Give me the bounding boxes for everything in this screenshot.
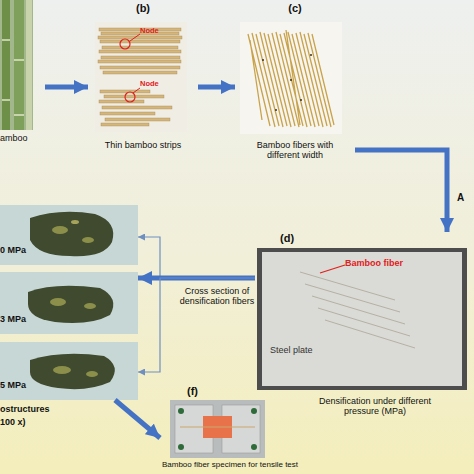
micro-panel	[0, 205, 138, 265]
photo-caption: Bamboo fibers with different width	[247, 140, 343, 161]
bamboo-photo-box: amboo	[0, 0, 45, 150]
panel-letter: (d)	[280, 232, 320, 245]
specimen-photo	[170, 400, 265, 458]
section-caption: 100 x)	[0, 417, 60, 427]
fibers-photo-box: (c) Bamboo fibers with different width	[235, 2, 355, 167]
specimen-photo-box: (f)Bamboo fiber specimen for tensile tes…	[160, 385, 300, 474]
flow-arrow	[198, 85, 235, 90]
micro-panel-box: 0 MPa	[0, 205, 138, 265]
plate-label: Steel plate	[270, 345, 340, 355]
flow-arrow	[45, 85, 88, 90]
branch-arrow	[138, 237, 255, 278]
photo-caption: Thin bamboo strips	[88, 140, 198, 150]
flow-arrow	[115, 400, 160, 438]
flow-arrow	[355, 150, 447, 232]
fiber-callout: Bamboo fiber	[345, 258, 415, 268]
arrow-caption: Cross section of densification fibers	[168, 286, 266, 307]
section-caption: ostructures	[0, 404, 60, 414]
photo-caption: Densification under different pressure (…	[305, 396, 445, 417]
micro-panel-box: 5 MPa	[0, 342, 138, 400]
panel-letter: (c)	[270, 2, 320, 15]
strips-photo-box: (b) Thin bamboo strips	[88, 2, 198, 152]
micro-panel	[0, 342, 138, 400]
photo-caption: amboo	[0, 133, 45, 143]
pressure-label: 0 MPa	[0, 245, 45, 255]
strips-photo	[95, 22, 187, 132]
node-callout: Node	[140, 27, 170, 36]
micro-panel	[0, 272, 138, 334]
pressure-label: 5 MPa	[0, 380, 45, 390]
panel-letter: (f)	[187, 385, 217, 398]
pressure-label: 3 MPa	[0, 314, 45, 324]
fibers-photo	[240, 22, 342, 134]
micro-panel-box: 3 MPa	[0, 272, 138, 334]
photo-caption: Bamboo fiber specimen for tensile test	[148, 460, 312, 469]
node-callout: Node	[140, 80, 170, 89]
panel-letter: (b)	[108, 2, 178, 15]
step-label: A	[457, 192, 474, 204]
bamboo-photo	[0, 0, 33, 130]
steel-plate-photo	[257, 248, 467, 390]
